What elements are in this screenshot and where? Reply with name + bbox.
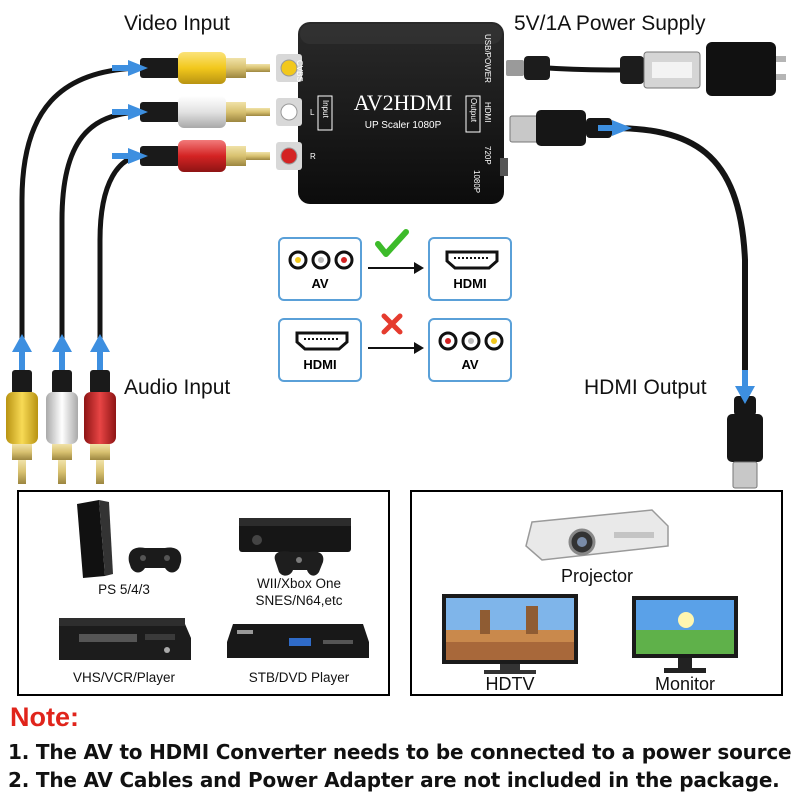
usb-cable [545,65,623,73]
usb-plug [506,51,701,89]
device-caption-monitor: Monitor [654,674,716,694]
projector-icon [525,509,669,561]
flow-av-box: AV [278,237,362,301]
device-caption-xbox: WII/Xbox One SNES/N64,etc [255,576,343,608]
yellow-cable [19,65,143,373]
hdmi-plug-bottom [727,396,763,489]
rca-plug-white-bottom [46,370,78,484]
rca-plug-white [140,96,270,128]
arrow-up-icon [12,334,32,352]
device-caption-ps: PS 5/4/3 [98,582,150,597]
rca-plug-red-bottom [84,370,116,484]
res-720-tag: 720P [483,146,492,165]
vcr-icon [59,618,191,660]
dvd-player-icon [227,624,369,658]
flow-row2-from: HDMI [303,357,337,372]
tv-icon [442,594,578,674]
flow-hdmi-source-box: HDMI [278,318,362,382]
note-line-2: 2. The AV Cables and Power Adapter are n… [8,768,780,792]
hdmi-tag: HDMI [483,102,492,123]
device-caption-projector: Projector [560,566,634,586]
converter-title: AV2HDMI [353,90,453,115]
res-1080-tag: 1080P [472,170,481,194]
arrow-right-icon [128,104,148,120]
flow-hdmi-box: HDMI [428,237,512,301]
usb-power-tag: USB/POWER [483,34,492,83]
input-tag: Input [321,100,330,118]
hdmi-output-label: HDMI Output [584,376,707,399]
flow-row2-to: AV [461,357,479,372]
flow-av-target-box: AV [428,318,512,382]
check-icon [375,229,409,257]
arrow-right-icon [128,148,148,164]
rca-plug-yellow-bottom [6,370,38,484]
converter-box [276,22,508,204]
hdmi-port-icon [295,331,349,351]
note-title: Note: [10,702,79,732]
arrow-right-icon [128,60,148,76]
monitor-icon [632,596,738,673]
arrow-right-icon [612,120,632,136]
converter-subtitle: UP Scaler 1080P [364,120,442,131]
video-input-label: Video Input [124,12,230,35]
port-cvbs-label: CVBS [295,60,304,82]
output-tag: Output [469,98,478,123]
flow-arrow-1 [368,229,424,274]
converter-labels: AV2HDMI UP Scaler 1080P CVBS L R Input O… [295,22,504,204]
display-devices-panel: Projector HDTV Monitor [410,490,783,696]
port-r-label: R [310,152,316,161]
flow-arrow-2 [368,313,424,354]
arrow-up-icon [52,334,72,352]
power-adapter [706,42,786,96]
rca-plug-red [140,140,270,172]
hdmi-plug-top [509,110,612,146]
device-caption-dvd: STB/DVD Player [248,670,350,685]
power-supply-label: 5V/1A Power Supply [514,12,706,35]
hdmi-cable [607,125,748,403]
rca-jacks-icon [288,250,354,270]
cross-icon [381,313,403,335]
red-cable [97,153,143,373]
arrow-down-icon [735,386,755,404]
hdmi-port-icon [445,250,499,270]
flow-row1-to: HDMI [453,276,487,291]
arrow-up-icon [90,334,110,352]
note-line-1: 1. The AV to HDMI Converter needs to be … [8,740,792,764]
port-l-label: L [310,108,315,117]
flow-row1-from: AV [311,276,329,291]
rca-plug-yellow [140,52,270,84]
device-caption-hdtv: HDTV [485,674,535,694]
xbox-console-icon [239,518,351,576]
rca-jacks-icon [438,331,504,351]
source-devices-panel: PS 5/4/3 WII/Xbox One SNES/N64,etc VHS/V… [17,490,390,696]
device-caption-vcr: VHS/VCR/Player [72,670,176,685]
game-console-icon [77,500,182,578]
audio-input-label: Audio Input [124,376,231,399]
